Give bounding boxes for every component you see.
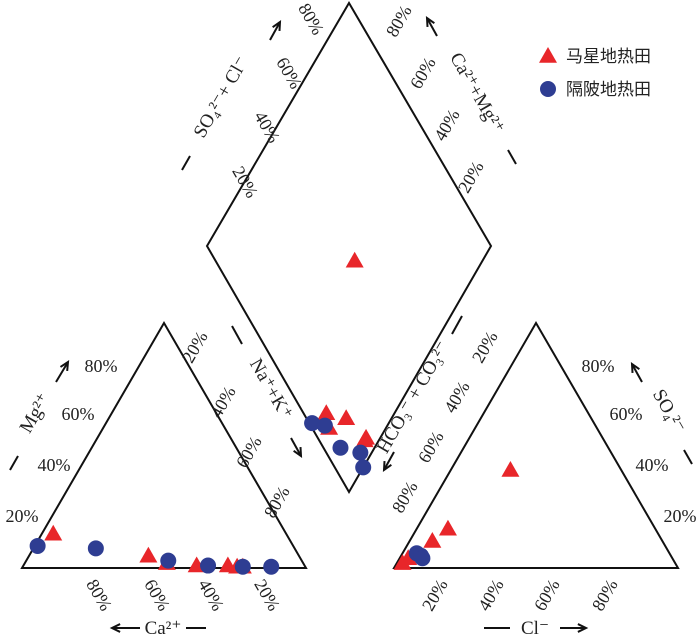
hco3-tick-label: 60% [414,428,448,467]
camg-tick-label: 80% [382,2,416,41]
so4-tick-label: 40% [636,455,669,475]
camg-dash [507,149,517,165]
ca-tick-label: 20% [250,576,284,615]
maxing-anion-point [423,532,442,548]
diamond-frame [205,1,493,495]
so4cl-tick-label: 40% [250,108,284,147]
gebei-diamond-point [332,439,349,456]
nak-arrow-head [293,446,303,459]
gebei-cation-point [160,552,177,569]
legend-label: 隔陂地热田 [566,80,651,100]
hco3-tick-label: 80% [388,478,422,517]
so4-arrow [631,363,643,383]
anion-triangle-frame [392,321,680,569]
maxing-anion-point [501,461,520,477]
so4-tick-label: 80% [582,356,615,376]
cl-axis-title: Cl⁻ [521,618,549,639]
cl-arrow-head [577,623,589,633]
gebei-diamond-point [355,459,372,476]
gebei-diamond-point [304,415,321,432]
gebei-cation-point [200,557,217,574]
legend-circle-marker [540,81,556,97]
so4cl-arrow-head [272,19,282,32]
maxing-anion-point [438,519,457,536]
so4cl-tick-label: 80% [294,0,328,38]
nak-tick-label: 20% [178,328,212,367]
axis-titles: Mg²⁺Ca²⁺Na⁺+K⁺HCO₃⁻ + CO₃²⁻Cl⁻SO₄²⁻SO₄²⁻… [16,49,690,639]
nak-tick-label: 60% [232,433,266,472]
so4cl-dash [181,155,191,171]
hco3-arrow-head [382,460,392,473]
maxing-anion-point [393,554,412,570]
mg-tick-label: 20% [6,506,39,526]
so4cl-axis-title: SO₄²⁻+ Cl⁻ [190,53,253,142]
legend-label: 马星地热田 [566,47,651,67]
hco3-tick-label: 20% [468,328,502,367]
mg-tick-label: 60% [62,404,95,424]
maxing-cation-point [44,524,63,541]
hco3-dash [451,315,463,335]
ca-tick-label: 60% [140,576,174,615]
so4-tick-label: 20% [664,506,697,526]
legend-triangle-marker [539,47,557,63]
gebei-diamond-point [316,417,333,434]
nak-arrow [290,437,302,457]
nak-dash [231,325,243,345]
cl-tick-label: 60% [530,576,564,615]
mg-dash [9,455,19,471]
camg-tick-label: 60% [406,54,440,93]
maxing-diamond-point [345,251,364,268]
ca-axis-title: Ca²⁺ [145,618,182,639]
camg-arrow [426,17,438,37]
mg-axis-title: Mg²⁺ [16,390,55,437]
nak-tick-label: 80% [260,483,294,522]
ca-arrow-head [109,623,121,633]
gebei-diamond-point [352,444,369,461]
so4-axis-title: SO₄²⁻ [648,386,690,437]
mg-tick-label: 40% [38,455,71,475]
cl-tick-label: 80% [588,576,622,615]
nak-tick-label: 40% [206,383,240,422]
so4-arrow-head [630,361,640,374]
ca-tick-label: 40% [194,576,228,615]
gebei-cation-point [29,537,46,554]
gebei-cation-point [87,540,104,557]
ca-tick-label: 80% [82,576,116,615]
cl-tick-label: 40% [474,576,508,615]
maxing-cation-point [139,546,158,563]
mg-arrow-head [59,360,70,372]
gebei-anion-point [414,550,431,567]
axis-arrows [9,15,693,633]
so4-dash [683,449,693,465]
hco3-arrow [383,451,395,471]
hco3-tick-label: 40% [440,378,474,417]
maxing-diamond-point [317,404,336,421]
gebei-cation-point [263,558,280,575]
mg-arrow [55,361,69,383]
camg-arrow-head [425,15,435,28]
maxing-diamond-point [337,409,356,425]
cl-tick-label: 20% [418,576,452,615]
maxing-diamond-point [355,431,374,448]
gebei-cation-point [234,558,251,575]
so4cl-tick-label: 20% [228,163,262,202]
camg-tick-label: 40% [430,106,464,145]
so4cl-arrow [269,21,281,41]
mg-tick-label: 80% [85,356,118,376]
so4-tick-label: 60% [610,404,643,424]
data-points [29,251,520,575]
